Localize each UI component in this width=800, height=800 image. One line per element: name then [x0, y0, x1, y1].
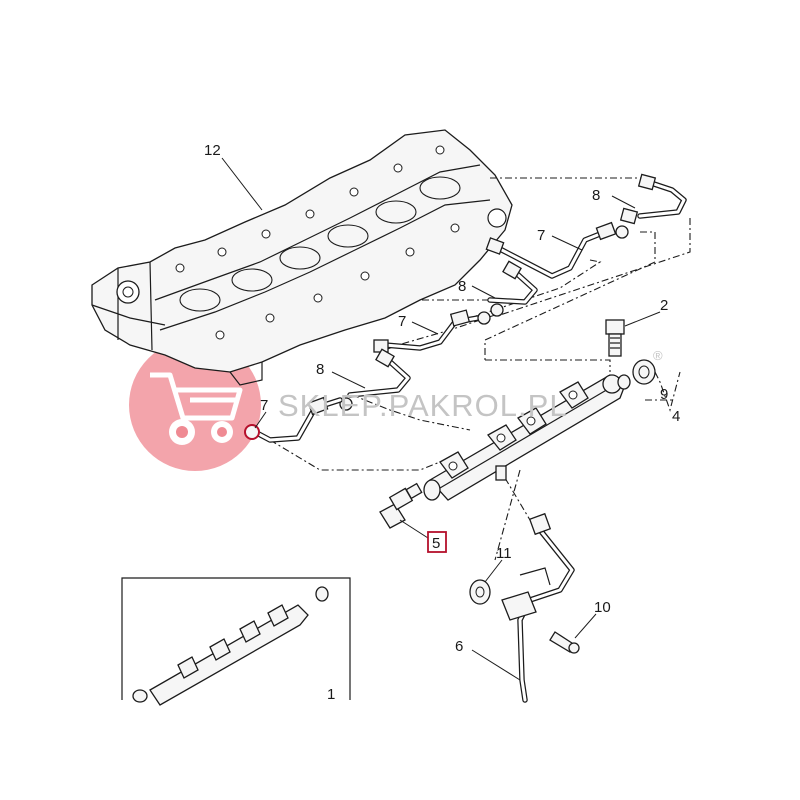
callout-7-mid: 7 [398, 313, 406, 330]
injector-pipes [244, 173, 687, 443]
plug-assembly [617, 359, 656, 390]
callout-12: 12 [204, 142, 221, 159]
feed-pipe [501, 512, 575, 703]
svg-text:SKLEP.PAKROL.PL: SKLEP.PAKROL.PL [278, 388, 568, 423]
callout-5-highlight [427, 531, 447, 553]
callout-7-top: 7 [537, 227, 545, 244]
callout-5: 5 [432, 535, 440, 552]
callout-8-mid-b: 8 [316, 361, 324, 378]
callout-11: 11 [496, 545, 512, 562]
inset-frame [121, 577, 351, 706]
callout-9: 9 [660, 386, 668, 403]
banjo-fitting [605, 319, 625, 357]
callout-6: 6 [455, 638, 463, 655]
callout-8-mid-a: 8 [458, 278, 466, 295]
common-rail [423, 374, 626, 501]
callout-labels: 12 8 7 8 7 8 7 2 9 4 11 10 6 5 1 [204, 142, 680, 703]
callout-7-low: 7 [260, 397, 268, 414]
callout-8-top: 8 [592, 187, 600, 204]
callout-4: 4 [672, 408, 680, 425]
leader-lines [221, 157, 661, 681]
screw [549, 631, 580, 654]
callout-2: 2 [660, 297, 668, 314]
inset-label-1: 1 [327, 686, 335, 703]
callout-10: 10 [594, 599, 611, 616]
pressure-sensor [379, 482, 423, 529]
watermark-text: SKLEP.PAKROL.PL ® [278, 348, 663, 423]
registered-mark: ® [653, 348, 663, 363]
spacer [469, 579, 491, 605]
cart-icon [150, 372, 243, 421]
cylinder-head [91, 129, 513, 386]
